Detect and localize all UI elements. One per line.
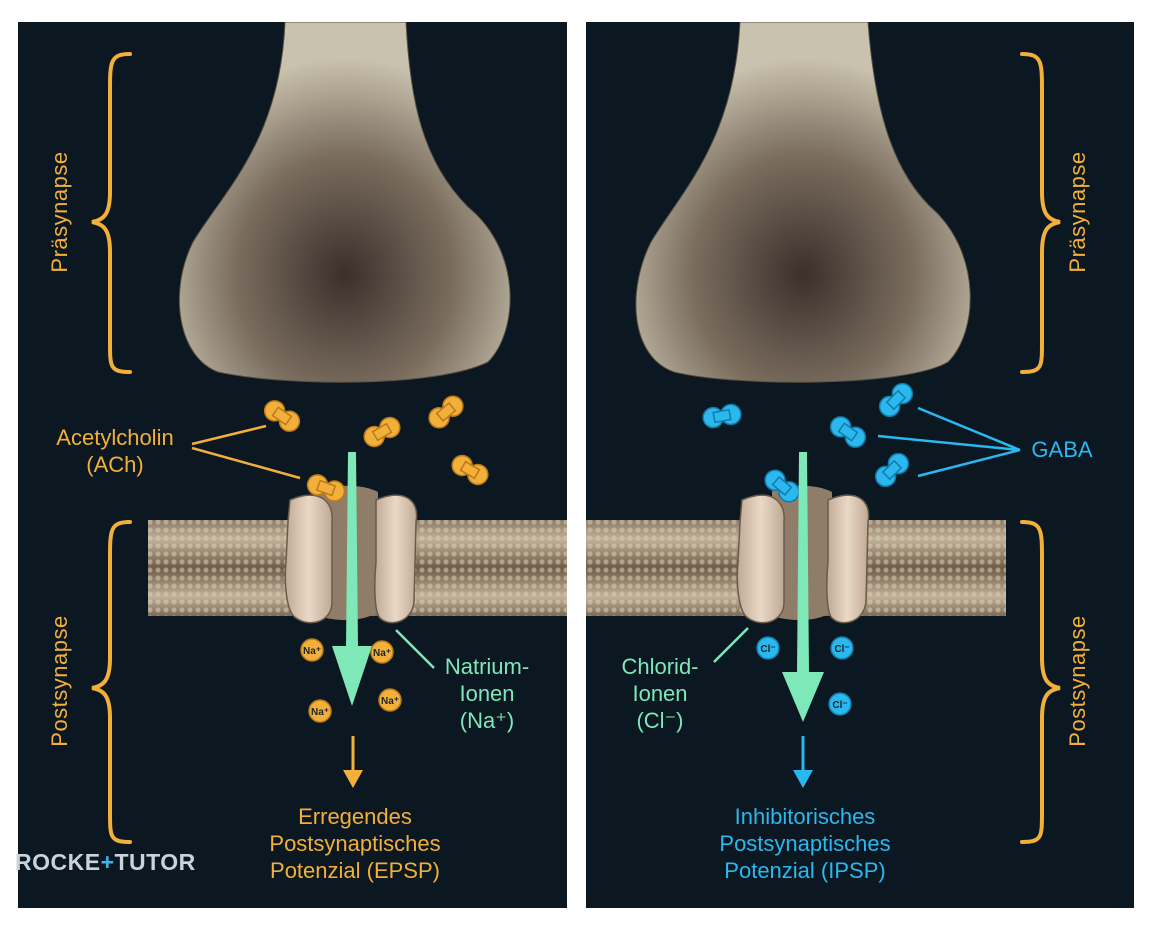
ion-flow-arrow [332, 452, 372, 706]
presynaptic-terminal [635, 22, 971, 383]
chloride-ions: Cl⁻ Cl⁻ Cl⁻ [756, 636, 854, 716]
logo-part1: ROCKE [15, 849, 101, 875]
svg-text:Na⁺: Na⁺ [373, 648, 391, 659]
ion-flow-arrow [782, 452, 824, 722]
chloride-ion: Cl⁻ [756, 636, 780, 660]
chloride-ions-label: Chlorid- Ionen (Cl⁻) [600, 654, 720, 734]
epsp-illustration: Na⁺ Na⁺ Na⁺ Na⁺ [91, 22, 567, 844]
epsp-label-line3: Potenzial (EPSP) [270, 857, 440, 883]
acetylcholin-label: Acetylcholin (ACh) [30, 425, 200, 479]
postsynapse-brace [1020, 520, 1061, 844]
ipsp-label-line3: Potenzial (IPSP) [724, 857, 886, 883]
ipsp-panel: Cl⁻ Cl⁻ Cl⁻ Präsynapse Postsynapse GABA … [586, 22, 1134, 908]
acetylcholin-molecules [263, 395, 489, 502]
ipsp-result-arrow [793, 736, 813, 788]
ipsp-label-line1: Inhibitorisches [734, 804, 876, 829]
presynapse-brace [1020, 52, 1061, 374]
svg-text:Na⁺: Na⁺ [311, 707, 329, 718]
acetylcholin-label-line1: Acetylcholin [56, 425, 174, 450]
gaba-label: GABA [1031, 437, 1093, 462]
presynaptic-terminal [178, 22, 511, 383]
chloride-ions-label-line1: Chlorid- [621, 654, 699, 679]
gaba-molecules [702, 382, 914, 503]
logo-plus: + [100, 849, 115, 875]
acetylcholin-label-line2: (ACh) [86, 451, 144, 477]
ipsp-illustration: Cl⁻ Cl⁻ Cl⁻ [586, 22, 1061, 844]
sodium-ion: Na⁺ [378, 688, 402, 712]
chloride-pointer-line [713, 627, 749, 663]
svg-text:Cl⁻: Cl⁻ [760, 644, 775, 655]
sodium-ion: Na⁺ [300, 638, 324, 662]
presynapse-brace [91, 52, 132, 374]
chloride-ion: Cl⁻ [828, 692, 852, 716]
postsynapse-brace [91, 520, 132, 844]
svg-text:Na⁺: Na⁺ [303, 646, 321, 657]
svg-text:Cl⁻: Cl⁻ [834, 644, 849, 655]
sodium-ions: Na⁺ Na⁺ Na⁺ Na⁺ [300, 638, 402, 723]
sodium-pointer-line [395, 629, 435, 669]
sodium-ion: Na⁺ [370, 640, 394, 664]
presynapse-label: Präsynapse [47, 151, 72, 273]
chloride-ions-label-line3: (Cl⁻) [636, 707, 684, 733]
epsp-label: Erregendes Postsynaptisches Potenzial (E… [230, 804, 480, 884]
sodium-ions-label-line1: Natrium- [444, 654, 530, 679]
presynapse-label: Präsynapse [1065, 151, 1090, 273]
epsp-panel: Na⁺ Na⁺ Na⁺ Na⁺ Präsynapse Postsynapse A… [18, 22, 567, 908]
svg-text:Na⁺: Na⁺ [381, 696, 399, 707]
svg-text:Cl⁻: Cl⁻ [832, 700, 847, 711]
logo-part2: TUTOR [114, 849, 196, 875]
chloride-ions-label-line2: Ionen [632, 680, 688, 706]
postsynapse-label: Postsynapse [1065, 615, 1090, 747]
epsp-label-line1: Erregendes [298, 804, 412, 829]
postsynapse-label: Postsynapse [47, 615, 72, 747]
gaba-pointer-lines [877, 406, 1021, 478]
sodium-ions-label-line3: (Na⁺) [459, 707, 515, 733]
ipsp-label-line2: Postsynaptisches [719, 830, 891, 856]
ipsp-label: Inhibitorisches Postsynaptisches Potenzi… [680, 804, 930, 884]
sodium-ions-label-line2: Ionen [459, 680, 515, 706]
rocketutor-logo: ROCKE+TUTOR [15, 849, 196, 876]
epsp-label-line2: Postsynaptisches [269, 830, 441, 856]
sodium-ions-label: Natrium- Ionen (Na⁺) [414, 654, 560, 734]
chloride-ion: Cl⁻ [830, 636, 854, 660]
ach-pointer-lines [191, 424, 301, 480]
sodium-ion: Na⁺ [308, 699, 332, 723]
epsp-result-arrow [343, 736, 363, 788]
